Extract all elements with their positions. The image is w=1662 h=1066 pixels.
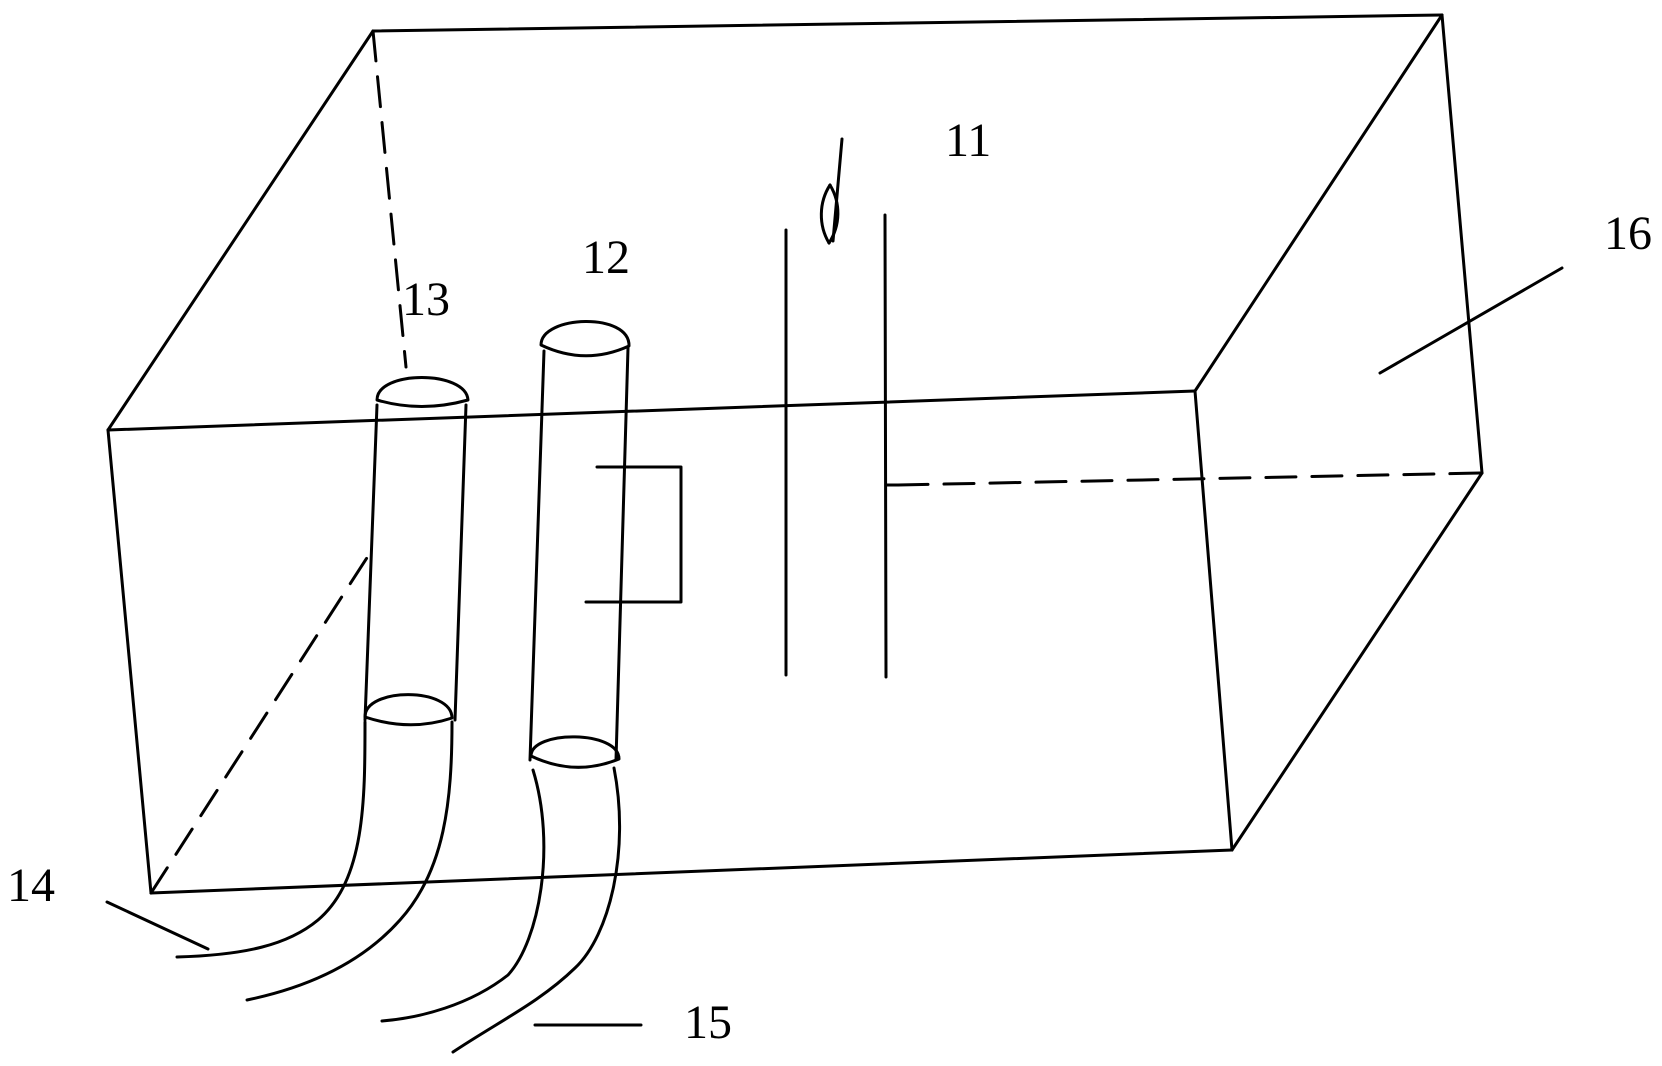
label-15: 15 — [684, 996, 732, 1049]
leader-line-14 — [105, 900, 210, 951]
tube-13-bottom-ring — [363, 693, 454, 727]
box-top-back-edge — [371, 13, 1444, 33]
tube-13-left-wall — [363, 403, 379, 722]
tube-12-top-cap — [539, 320, 631, 358]
box-container — [106, 13, 1484, 895]
tube-13 — [175, 376, 470, 1002]
box-top-right-edge — [1193, 13, 1444, 393]
tube-13-bend-inner — [175, 720, 367, 959]
tube-12-right-wall — [614, 346, 630, 762]
tube-12-bend-inner — [380, 768, 546, 1023]
tube-12-bottom-ring — [529, 735, 621, 769]
box-hidden-back-left-edge — [371, 29, 408, 369]
box-front-left-edge — [106, 428, 153, 895]
probe-11-head-divider — [831, 137, 844, 243]
probe-11-right-wall — [883, 213, 888, 679]
box-back-right-edge — [1440, 13, 1484, 475]
tube-12-left-wall — [528, 349, 546, 762]
probe-11 — [784, 137, 900, 679]
label-16: 16 — [1604, 207, 1652, 260]
label-11: 11 — [945, 114, 992, 167]
leader-lines — [105, 266, 1564, 1027]
tube-13-top-cap — [375, 376, 470, 408]
box-hidden-edges — [149, 29, 1484, 895]
probe-11-head-left — [819, 183, 832, 245]
box-front-top-edge — [106, 389, 1197, 432]
box-hidden-back-bottom-edge — [896, 471, 1484, 487]
leader-line-16 — [1378, 266, 1564, 375]
tube-12 — [380, 320, 683, 1054]
label-13: 13 — [402, 273, 450, 326]
tube-13-right-wall — [453, 403, 468, 722]
box-front-right-edge — [1193, 389, 1234, 852]
label-14: 14 — [7, 859, 55, 912]
tube-13-bend-outer — [245, 720, 454, 1002]
tube-12-bend-outer — [451, 766, 622, 1054]
box-top-left-edge — [106, 29, 375, 432]
box-front-bottom-edge — [149, 848, 1234, 895]
tube-12-bracket — [584, 465, 683, 604]
label-12: 12 — [582, 231, 630, 284]
box-bottom-right-edge — [1230, 471, 1484, 852]
box-hidden-bottom-left-edge — [149, 551, 372, 895]
